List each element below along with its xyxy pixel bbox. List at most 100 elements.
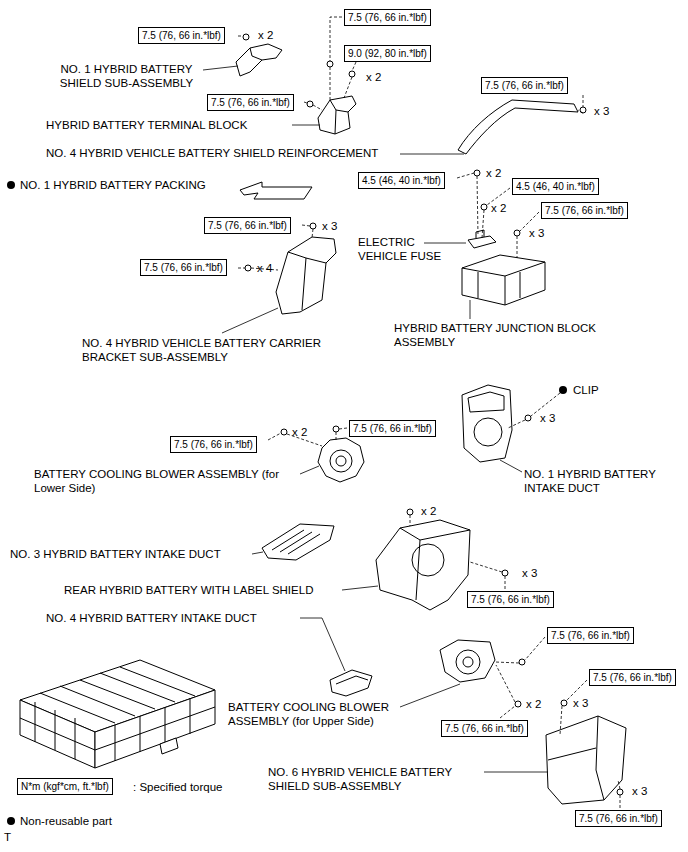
- part-label: x 2: [491, 201, 506, 215]
- legend-dot: [7, 817, 15, 825]
- battery-pack-figure: [160, 738, 178, 754]
- torque-box: 7.5 (76, 66 in.*lbf): [344, 9, 431, 26]
- dashed-leader: [618, 780, 620, 808]
- part-label: NO. 3 HYBRID BATTERY INTAKE DUCT: [10, 547, 221, 561]
- bolt-symbol: [327, 61, 333, 67]
- torque-box: 7.5 (76, 66 in.*lbf): [441, 720, 528, 737]
- torque-box: 7.5 (76, 66 in.*lbf): [138, 27, 225, 44]
- terminal-block-part: [318, 96, 356, 134]
- part-label: x 2: [258, 28, 273, 42]
- part-label: x 2: [421, 504, 436, 518]
- part-label: BATTERY COOLING BLOWER ASSEMBLY (for Low…: [34, 467, 309, 495]
- terminal-block-part: [318, 96, 356, 134]
- duct-part: [330, 670, 372, 696]
- torque-value: 7.5 (76, 66 in.*lbf): [208, 220, 287, 231]
- legend-text: : Specified torque: [133, 780, 223, 794]
- dashed-leader: [410, 515, 411, 526]
- leader-line: [400, 684, 460, 707]
- torque-value: 7.5 (76, 66 in.*lbf): [551, 630, 630, 641]
- torque-box: 4.5 (46, 40 in.*lbf): [358, 172, 445, 189]
- carrier-bracket-part: [276, 237, 336, 314]
- duct-part: [262, 524, 334, 560]
- battery-pack-figure: [35, 667, 195, 761]
- shield-part: [546, 716, 626, 804]
- torque-box: 7.5 (76, 66 in.*lbf): [140, 259, 227, 276]
- leader-line: [292, 125, 320, 126]
- carrier-bracket-part: [288, 252, 326, 310]
- torque-value: 7.5 (76, 66 in.*lbf): [445, 723, 524, 734]
- part-label: REAR HYBRID BATTERY WITH LABEL SHIELD: [64, 583, 313, 597]
- torque-value: 7.5 (76, 66 in.*lbf): [144, 262, 223, 273]
- torque-value: 9.0 (92, 80 in.*lbf): [348, 48, 427, 59]
- torque-value: 7.5 (76, 66 in.*lbf): [353, 423, 432, 434]
- bolt-symbol: [349, 71, 355, 77]
- packing-part: [240, 182, 312, 199]
- leader-line: [424, 243, 466, 244]
- shield-part: [548, 716, 604, 800]
- part-label: x 2: [526, 697, 541, 711]
- part-label: x 2: [292, 425, 307, 439]
- shield-part: [376, 520, 470, 610]
- part-label: BATTERY COOLING BLOWER ASSEMBLY (for Upp…: [228, 700, 428, 728]
- part-label: x 3: [529, 226, 544, 240]
- junction-block-part: [462, 262, 545, 305]
- bolt-symbol: [310, 223, 316, 229]
- leader-line: [300, 618, 345, 671]
- junction-block-part: [462, 255, 545, 305]
- part-label: NO. 4 HYBRID BATTERY INTAKE DUCT: [46, 611, 257, 625]
- torque-box: 7.5 (76, 66 in.*lbf): [547, 627, 634, 644]
- dashed-leader: [482, 188, 510, 238]
- leader-line: [300, 466, 319, 474]
- part-label: x 3: [322, 219, 337, 233]
- torque-value: 7.5 (76, 66 in.*lbf): [174, 439, 253, 450]
- part-label: ELECTRIC VEHICLE FUSE: [358, 235, 458, 263]
- torque-box: 7.5 (76, 66 in.*lbf): [207, 94, 294, 111]
- bolt-symbol: [307, 101, 313, 107]
- part-label: NO. 4 HYBRID VEHICLE BATTERY SHIELD REIN…: [46, 146, 378, 160]
- duct-part: [462, 385, 512, 462]
- part-label: NO. 1 HYBRID BATTERY INTAKE DUCT: [524, 467, 682, 495]
- duct-part: [330, 670, 372, 696]
- torque-value: 4.5 (46, 40 in.*lbf): [516, 181, 595, 192]
- torque-box: 7.5 (76, 66 in.*lbf): [541, 202, 628, 219]
- packing-part: [240, 182, 312, 199]
- non-reusable-mark: [559, 386, 567, 394]
- part-label: x 3: [522, 566, 537, 580]
- bolt-symbol: [515, 701, 521, 707]
- dashed-leader: [495, 637, 545, 663]
- torque-box: 7.5 (76, 66 in.*lbf): [575, 810, 662, 827]
- reinforcement-part: [458, 100, 578, 154]
- bolt-symbol: [243, 34, 249, 40]
- torque-value: 7.5 (76, 66 in.*lbf): [471, 594, 550, 605]
- dashed-leader: [336, 428, 347, 440]
- torque-box: N*m (kgf*cm, ft.*lbf): [17, 778, 113, 795]
- bolt-symbol: [561, 700, 567, 706]
- dashed-leader: [344, 62, 356, 98]
- part-label: CLIP: [573, 383, 599, 397]
- torque-value: 7.5 (76, 66 in.*lbf): [348, 12, 427, 23]
- blower-part: [336, 456, 346, 466]
- part-label: x 4: [257, 261, 272, 275]
- torque-value: 7.5 (76, 66 in.*lbf): [142, 30, 221, 41]
- junction-block-part: [462, 255, 545, 305]
- part-label: x 3: [632, 784, 647, 798]
- leader-line: [484, 772, 548, 773]
- torque-box: 9.0 (92, 80 in.*lbf): [344, 45, 431, 62]
- part-label: HYBRID BATTERY TERMINAL BLOCK: [46, 118, 247, 132]
- dashed-leader: [496, 665, 515, 718]
- dashed-leader: [302, 225, 313, 238]
- blower-part: [318, 438, 364, 482]
- non-reusable-mark: [7, 181, 567, 394]
- torque-box: 7.5 (76, 66 in.*lbf): [349, 420, 436, 437]
- legend-text: Non-reusable part: [20, 814, 112, 828]
- torque-value: 4.5 (46, 40 in.*lbf): [362, 175, 441, 186]
- blower-part: [440, 640, 495, 682]
- leader-line: [500, 460, 522, 472]
- bolt-symbol: [245, 265, 251, 271]
- torque-box: 7.5 (76, 66 in.*lbf): [589, 669, 676, 686]
- torque-value: N*m (kgf*cm, ft.*lbf): [21, 781, 109, 792]
- blower-part: [456, 650, 480, 674]
- shield-part: [250, 48, 262, 60]
- bolt-symbol: [281, 429, 287, 435]
